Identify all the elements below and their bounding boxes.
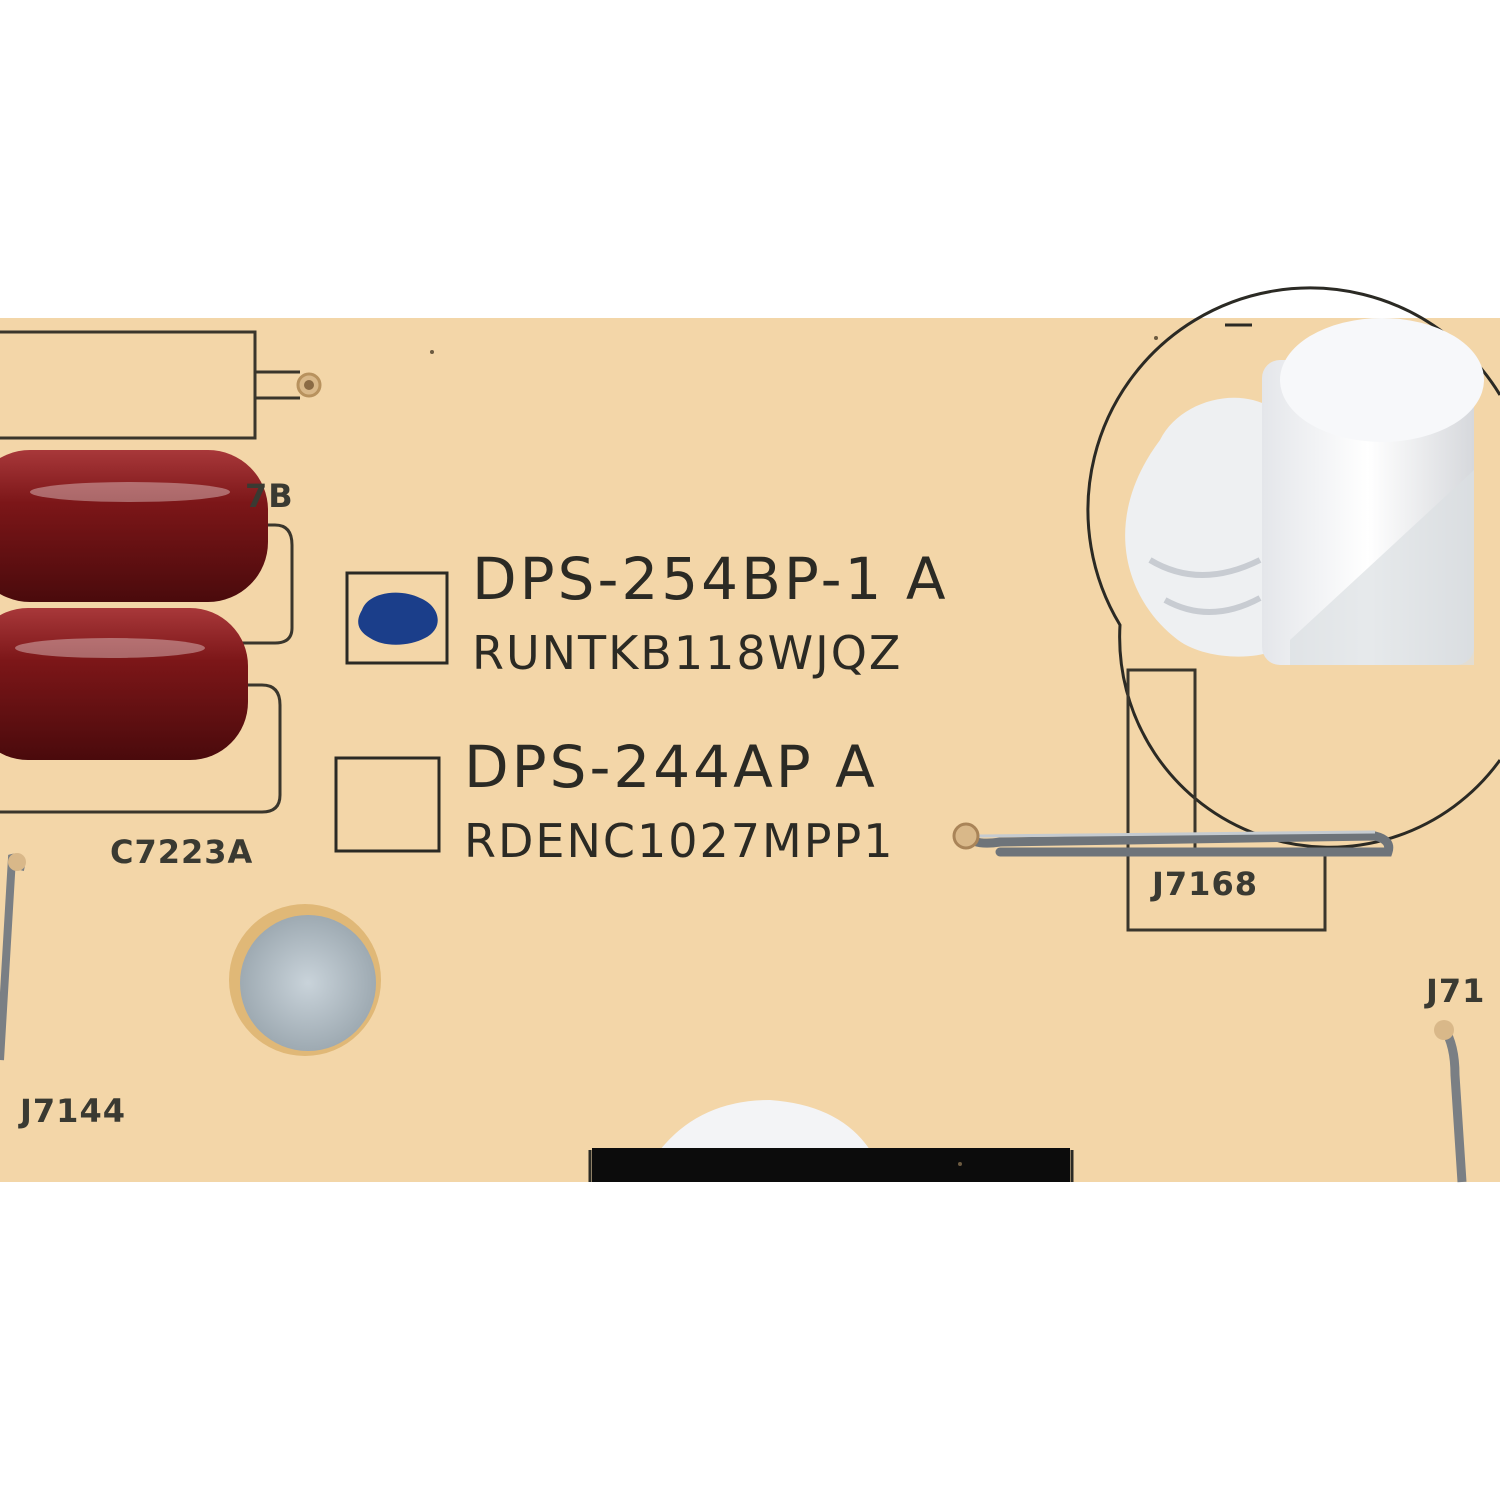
capacitor-highlight — [15, 638, 205, 658]
model-label-2: DPS-244AP A — [464, 733, 878, 801]
jumper-wire-highlight — [977, 830, 1376, 838]
solder-pad — [1434, 1020, 1454, 1040]
capacitor-partial-label: 7B — [245, 477, 294, 515]
board-speck — [430, 350, 434, 354]
component-lead-outline — [255, 370, 300, 400]
solder-pad — [8, 853, 26, 871]
capacitor-reference-label: C7223A — [110, 833, 254, 871]
component-outline — [0, 330, 257, 440]
white-post-top — [1280, 318, 1484, 442]
jumper-label-j7144: J7144 — [20, 1092, 126, 1130]
model-label-1: DPS-254BP-1 A — [472, 545, 949, 613]
white-post-shade — [1290, 470, 1474, 665]
capacitor-outline-bottom — [0, 683, 282, 814]
capacitor-bottom — [0, 608, 248, 760]
board-speck — [958, 1162, 962, 1166]
black-component — [592, 1148, 1070, 1182]
via-hole-center — [304, 380, 314, 390]
capacitor-highlight — [30, 482, 230, 502]
jumper-label-j7168: J7168 — [1152, 865, 1258, 903]
capacitor-top — [0, 450, 268, 602]
component-circle-outline — [1086, 286, 1500, 849]
jumper-label-j71: J71 — [1426, 972, 1486, 1010]
board-speck — [1154, 336, 1158, 340]
part-number-label-1: RUNTKB118WJQZ — [472, 626, 903, 680]
blue-ink-mark — [358, 592, 438, 645]
mounting-hole — [240, 915, 376, 1051]
component-outline-bottom — [588, 1150, 1074, 1182]
white-clip — [1125, 397, 1275, 657]
white-component-bottom — [660, 1100, 870, 1150]
part-number-label-2: RDENC1027MPP1 — [464, 814, 895, 868]
capacitor-outline-top — [230, 523, 294, 645]
checkbox-box-2 — [334, 756, 441, 853]
checkbox-box-1 — [345, 571, 449, 665]
solder-pad — [952, 822, 980, 850]
white-clip-ridges — [1148, 557, 1262, 615]
